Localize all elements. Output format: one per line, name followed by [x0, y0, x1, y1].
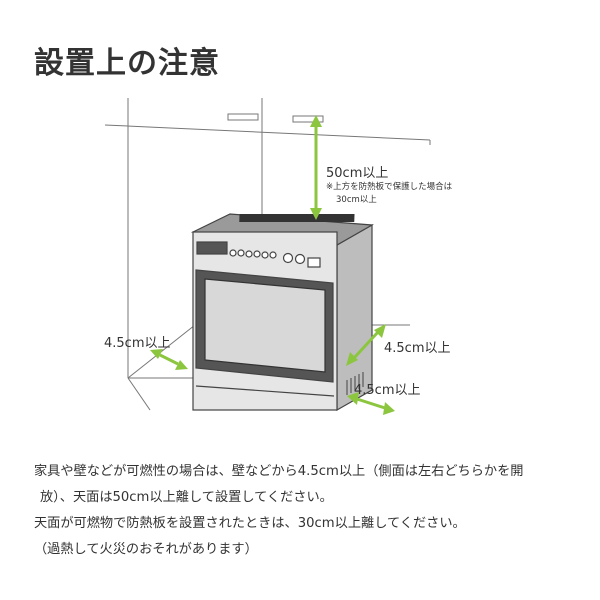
back-clearance-label: 4.5cm以上: [354, 383, 421, 398]
top-clearance-label: 50cm以上: [326, 166, 389, 181]
description-line1: 家具や壁などが可燃性の場合は、壁などから4.5cm以上（側面は左右どちらかを開: [34, 464, 524, 479]
description-line3: 天面が可燃物で防熱板を設置されたときは、30cm以上離してください。: [34, 516, 466, 531]
description-line2: 放）、天面は50cm以上離して設置してください。: [40, 490, 333, 505]
oven-illustration: [190, 213, 374, 412]
left-clearance-label: 4.5cm以上: [104, 336, 171, 351]
page-title: 設置上の注意: [34, 46, 220, 81]
description-line4: （過熱して火災のおそれがあります）: [34, 542, 258, 557]
clearance-arrows: [150, 115, 395, 415]
top-note-line1: ※上方を防熱板で保護した場合は: [326, 182, 453, 192]
back-clearance-arrow: [347, 392, 395, 415]
top-clearance-arrow: [310, 115, 322, 220]
description: 家具や壁などが可燃性の場合は、壁などから4.5cm以上（側面は左右どちらかを開 …: [34, 459, 574, 563]
left-clearance-arrow: [150, 349, 188, 370]
top-note-line2: 30cm以上: [336, 195, 377, 205]
right-clearance-label: 4.5cm以上: [384, 341, 451, 356]
right-clearance-arrow: [346, 324, 386, 366]
